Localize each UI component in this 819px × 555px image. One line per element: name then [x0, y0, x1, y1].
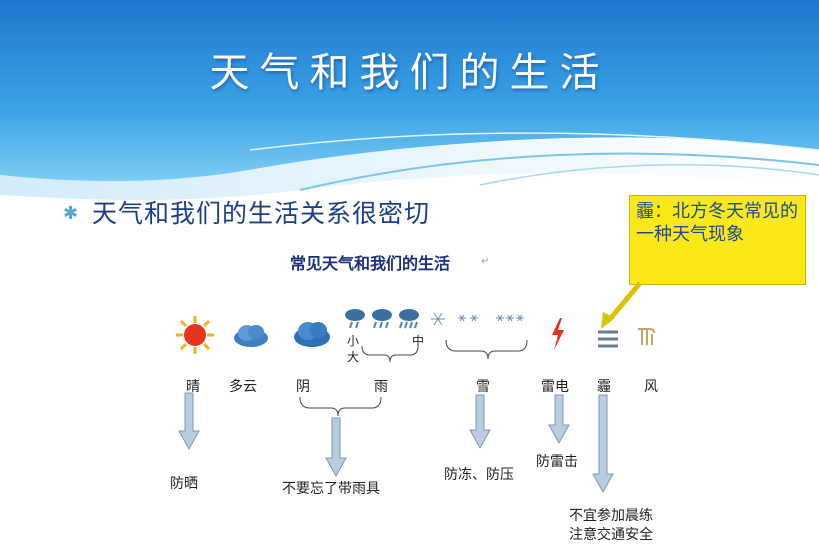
- sun-icon: [176, 316, 214, 354]
- haze-callout: 霾：北方冬天常见的一种天气现象: [629, 195, 806, 285]
- rain-size-large: 大: [347, 350, 360, 364]
- diagram-title: 常见天气和我们的生活: [290, 254, 451, 273]
- brace-rain-sizes: [361, 345, 419, 363]
- label-wind: 风: [644, 379, 658, 395]
- header-swoosh-2: [479, 164, 819, 186]
- arrow-sun: [178, 392, 200, 451]
- header-swoosh-1: [299, 152, 819, 191]
- label-haze: 霾: [597, 379, 611, 395]
- arrow-snow: [469, 394, 491, 450]
- bullet-star-icon: ✱: [63, 203, 79, 224]
- advice-haze-line1: 不宜参加晨练: [569, 508, 653, 524]
- advice-haze-line2: 注意交通安全: [569, 527, 653, 543]
- advice-rain: 不要忘了带雨具: [282, 481, 380, 497]
- haze-icon: [598, 330, 618, 348]
- label-overcast: 阴: [296, 379, 310, 395]
- callout-pointer: [601, 281, 642, 329]
- label-thunder: 雷电: [541, 379, 569, 395]
- lightning-icon: [552, 318, 564, 350]
- advice-snow: 防冻、防压: [444, 467, 514, 483]
- partly-cloudy-icon: [234, 325, 268, 347]
- wind-icon: [638, 328, 655, 345]
- bullet-text: 天气和我们的生活关系很密切: [92, 199, 431, 228]
- arrow-haze: [592, 394, 614, 494]
- advice-thunder: 防雷击: [536, 454, 578, 470]
- advice-sun: 防晒: [170, 476, 198, 492]
- brace-overcast-rain: [299, 396, 382, 417]
- label-rain: 雨: [374, 379, 388, 395]
- arrow-thunder: [548, 394, 570, 445]
- label-partly-cloudy: 多云: [229, 379, 257, 395]
- label-snow: 雪: [476, 379, 490, 395]
- arrow-rain: [325, 417, 347, 478]
- brace-snow: [445, 339, 528, 360]
- slide-title: 天气和我们的生活: [209, 50, 610, 96]
- label-sunny: 晴: [186, 379, 200, 395]
- header-band: [0, 0, 819, 182]
- paragraph-mark: ↵: [481, 256, 490, 267]
- rain-size-small: 小: [347, 334, 360, 348]
- overcast-icon: [294, 322, 330, 347]
- snowflake-icon: [431, 312, 524, 326]
- rain-clouds-icon: [345, 309, 419, 329]
- header-swoosh-3: [249, 132, 819, 151]
- rain-size-medium: 中: [412, 334, 425, 348]
